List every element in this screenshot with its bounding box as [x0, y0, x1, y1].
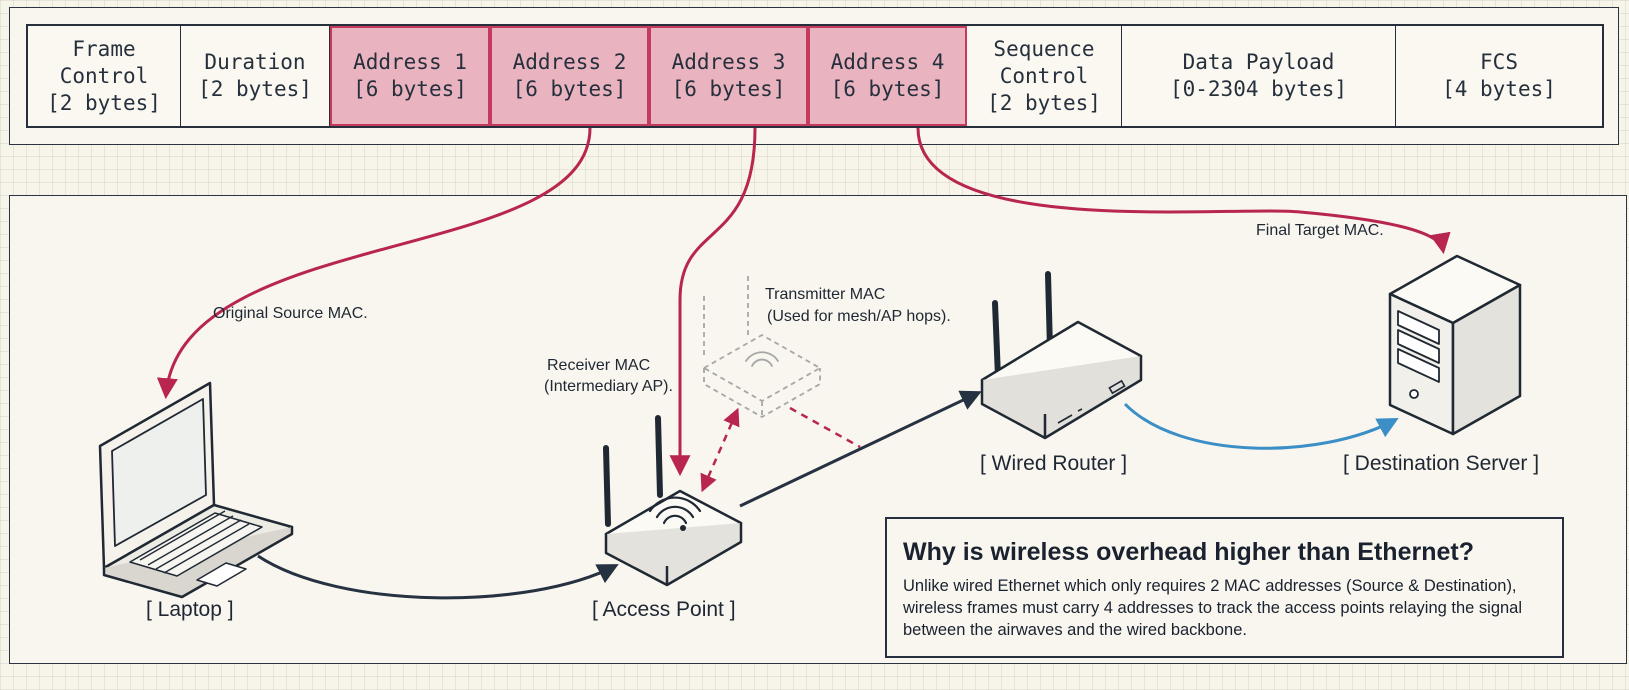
- field-label: Data Payload: [1182, 50, 1335, 74]
- mesh-access-point-icon: [702, 272, 822, 419]
- field-label: Sequence: [993, 36, 1095, 61]
- info-box-body: Unlike wired Ethernet which only require…: [903, 577, 1523, 639]
- field-label: Address 1: [353, 50, 467, 74]
- field-duration: Duration [2 bytes]: [181, 26, 330, 126]
- field-size: [2 bytes]: [47, 90, 161, 115]
- field-size: [2 bytes]: [198, 77, 312, 101]
- field-data-payload: Data Payload [0-2304 bytes]: [1122, 26, 1396, 126]
- mesh-hop-arrow: [700, 407, 740, 493]
- field-address-1: Address 1 [6 bytes]: [330, 26, 490, 126]
- final-target-label: Final Target MAC.: [1256, 222, 1384, 239]
- field-size: [0-2304 bytes]: [1169, 77, 1347, 101]
- field-label: Control: [999, 63, 1089, 88]
- access-point-label: [ Access Point ]: [592, 598, 736, 621]
- field-label: Address 4: [830, 50, 945, 74]
- destination-server-label: [ Destination Server ]: [1343, 452, 1540, 475]
- address-2-arrow: [156, 127, 592, 400]
- laptop-icon: [98, 381, 294, 599]
- transmitter-label-line1: Transmitter MAC: [765, 286, 886, 303]
- laptop-to-ap-arrow: [257, 554, 619, 600]
- field-size: [6 bytes]: [671, 77, 786, 101]
- access-point-icon: [603, 415, 743, 587]
- address-3-arrow: [669, 127, 757, 477]
- field-address-2: Address 2 [6 bytes]: [490, 26, 649, 126]
- info-box: Why is wireless overhead higher than Eth…: [885, 517, 1564, 658]
- server-icon: [1388, 254, 1522, 436]
- receiver-label-line1: Receiver MAC: [547, 357, 651, 374]
- field-size: [6 bytes]: [830, 77, 945, 101]
- field-label: Control: [59, 63, 149, 88]
- field-address-4: Address 4 [6 bytes]: [808, 26, 967, 126]
- field-address-3: Address 3 [6 bytes]: [649, 26, 808, 126]
- laptop-label: [ Laptop ]: [146, 598, 234, 621]
- field-label: Address 2: [512, 50, 627, 74]
- field-size: [6 bytes]: [512, 77, 627, 101]
- field-frame-control: Frame Control [2 bytes]: [28, 26, 181, 126]
- field-size: [4 bytes]: [1442, 77, 1556, 101]
- field-label: FCS: [1480, 50, 1518, 74]
- wifi-frame-format: Frame Control [2 bytes] Duration [2 byte…: [26, 24, 1604, 128]
- field-label: Address 3: [671, 50, 786, 74]
- field-sequence-control: Sequence Control [2 bytes]: [967, 26, 1122, 126]
- router-to-server-arrow: [1123, 402, 1399, 450]
- transmitter-label-line2: (Used for mesh/AP hops).: [767, 308, 951, 325]
- field-label: Frame: [72, 36, 136, 61]
- field-size: [2 bytes]: [987, 90, 1101, 115]
- mesh-dashed-link: [789, 406, 861, 449]
- ap-to-router-arrow: [739, 390, 982, 508]
- receiver-label-line2: (Intermediary AP).: [544, 378, 673, 395]
- info-box-title: Why is wireless overhead higher than Eth…: [903, 538, 1474, 566]
- field-fcs: FCS [4 bytes]: [1396, 26, 1602, 126]
- wired-router-label: [ Wired Router ]: [980, 452, 1128, 475]
- original-source-label: Original Source MAC.: [213, 305, 368, 322]
- field-label: Duration: [204, 50, 306, 74]
- field-size: [6 bytes]: [353, 77, 467, 101]
- router-icon: [980, 271, 1143, 440]
- address-4-arrow: [916, 127, 1451, 255]
